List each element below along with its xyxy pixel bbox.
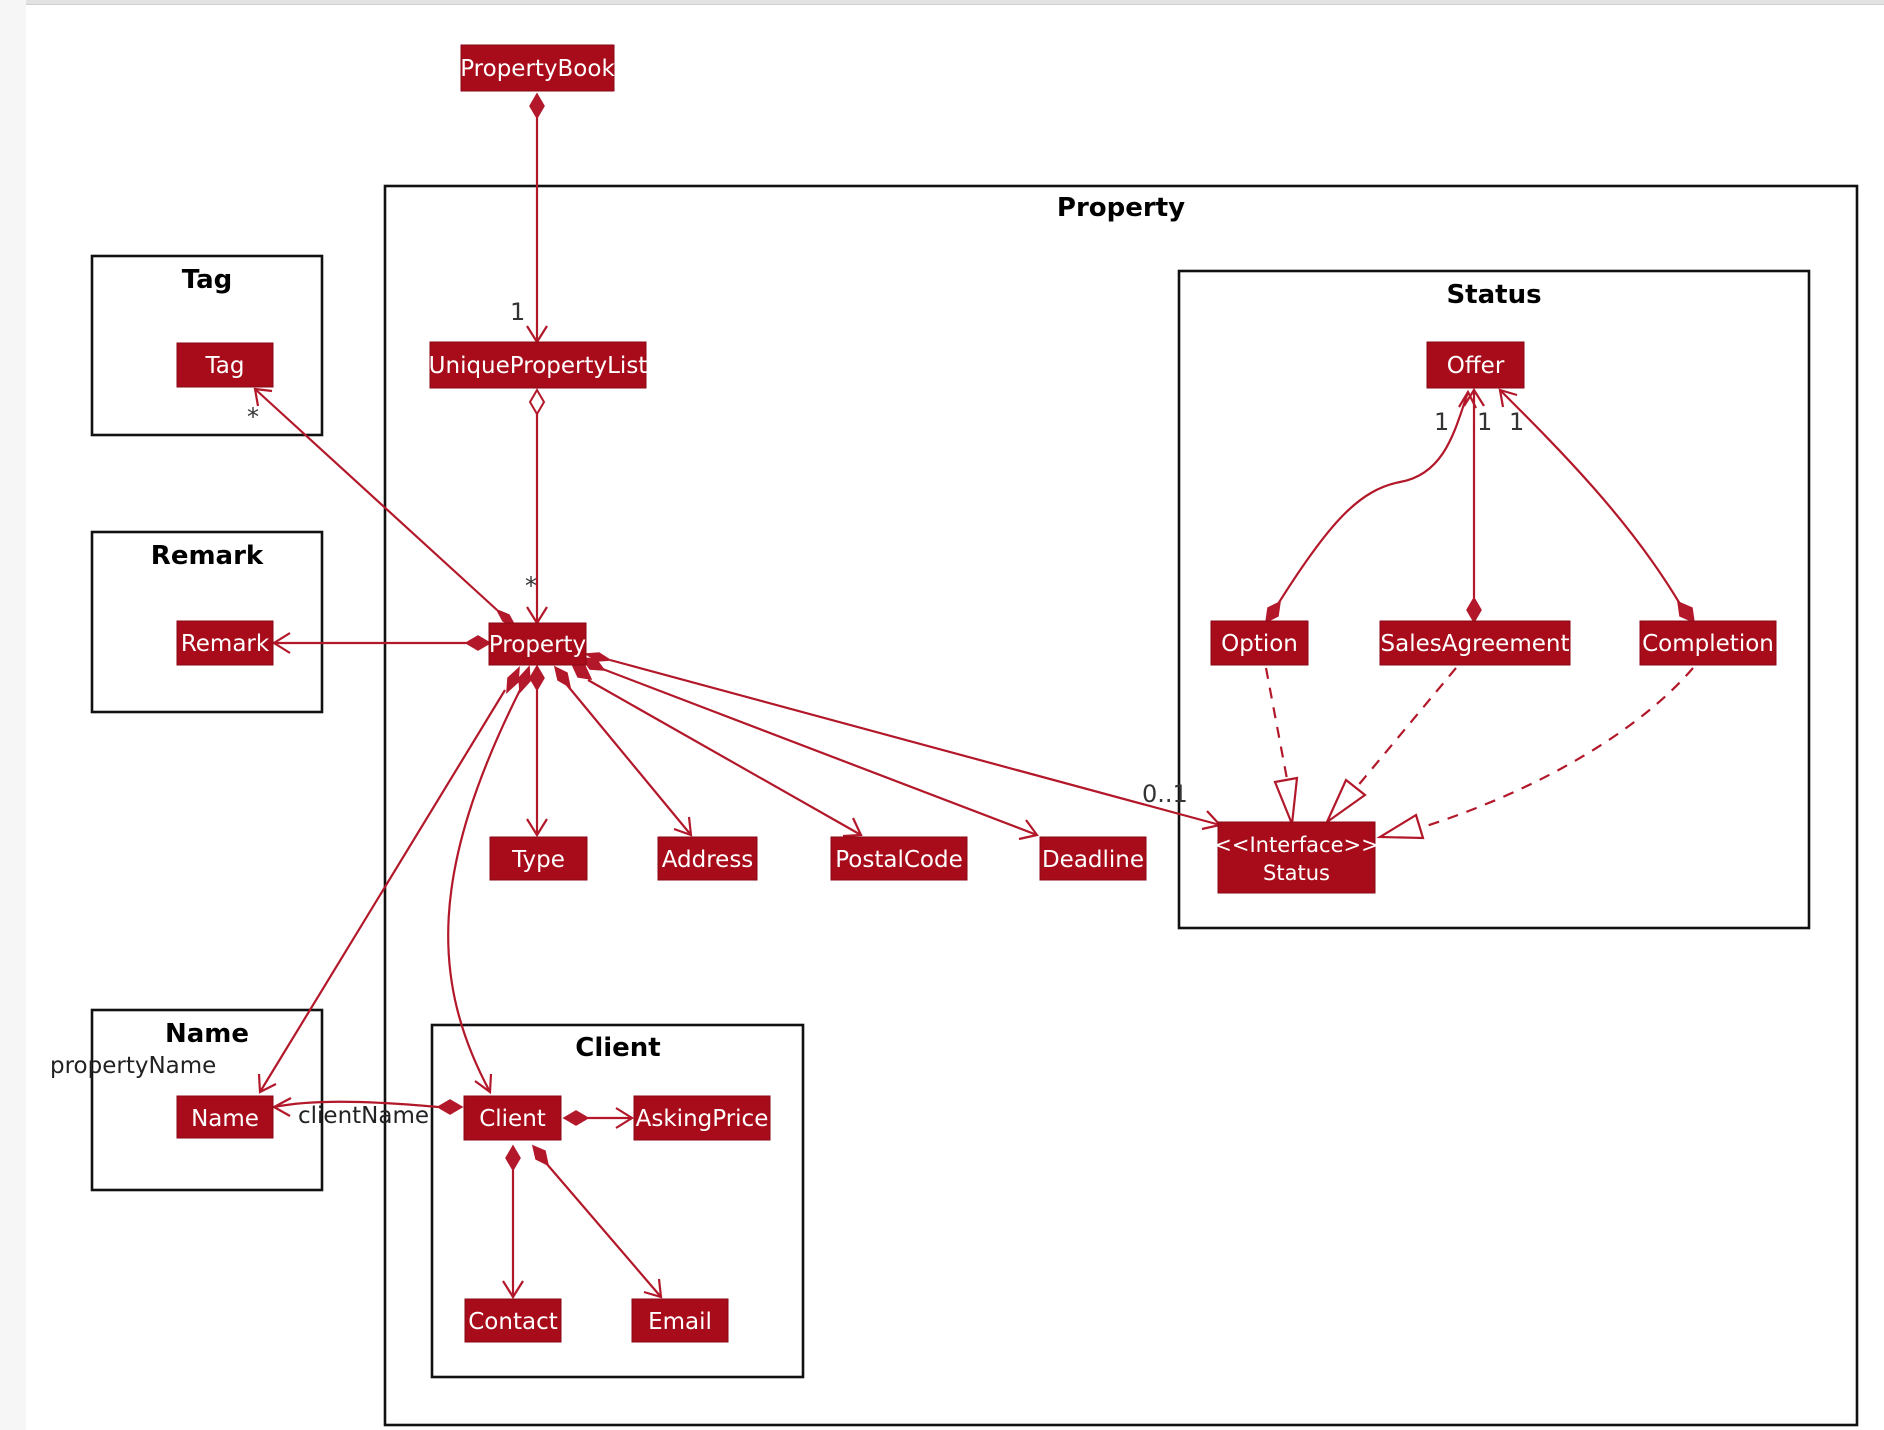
edge-completion-status-realization (1376, 667, 1694, 840)
class-name-label: Name (191, 1106, 259, 1132)
multiplicity-list-one: 1 (510, 298, 525, 326)
edge-salesagreement-offer (1463, 387, 1485, 624)
class-deadline[interactable]: Deadline (1039, 836, 1147, 881)
class-offer-label: Offer (1447, 353, 1505, 379)
package-tag-frame (90, 254, 324, 437)
class-client[interactable]: Client (463, 1095, 562, 1141)
multiplicity-offer-completion: 1 (1509, 408, 1524, 436)
class-completion[interactable]: Completion (1639, 620, 1777, 666)
role-property-name: propertyName (50, 1053, 216, 1079)
package-status-frame (1177, 269, 1811, 930)
class-offer[interactable]: Offer (1426, 341, 1525, 389)
multiplicity-tag-many: * (247, 403, 259, 431)
edge-option-status-realization (1264, 667, 1299, 825)
package-tag-title: Tag (182, 265, 233, 295)
edge-client-contact (502, 1144, 524, 1300)
edge-property-remark (271, 632, 492, 654)
class-askingprice[interactable]: AskingPrice (633, 1095, 771, 1141)
class-tag-label: Tag (205, 353, 245, 379)
edge-property-address (553, 665, 693, 837)
class-email-label: Email (648, 1309, 712, 1335)
class-salesagreement-label: SalesAgreement (1381, 631, 1570, 657)
role-client-name: clientName (298, 1103, 429, 1129)
class-completion-label: Completion (1642, 631, 1774, 657)
window-left-strip (0, 0, 26, 1430)
class-salesagreement[interactable]: SalesAgreement (1379, 620, 1571, 666)
class-propertybook-label: PropertyBook (460, 56, 615, 82)
class-contact[interactable]: Contact (464, 1298, 562, 1343)
class-remark-label: Remark (181, 631, 270, 657)
package-property-frame (383, 184, 1859, 1427)
class-contact-label: Contact (468, 1309, 557, 1335)
class-name[interactable]: Name (176, 1095, 274, 1139)
class-property-label: Property (489, 632, 586, 658)
edge-property-deadline (580, 657, 1039, 841)
window-top-edge (0, 0, 1884, 5)
class-askingprice-label: AskingPrice (636, 1106, 769, 1132)
class-status-stereotype: <<Interface>> (1214, 833, 1378, 857)
package-remark: Remark (90, 530, 324, 714)
class-type[interactable]: Type (489, 836, 588, 881)
class-postalcode[interactable]: PostalCode (830, 836, 968, 881)
class-tag[interactable]: Tag (176, 342, 274, 388)
class-option[interactable]: Option (1210, 620, 1309, 666)
class-address-label: Address (662, 847, 754, 873)
class-uniquepropertylist-label: UniquePropertyList (429, 353, 648, 379)
multiplicity-status-optional: 0..1 (1142, 780, 1188, 808)
class-email[interactable]: Email (631, 1298, 729, 1343)
multiplicity-offer-option: 1 (1434, 408, 1449, 436)
class-status-label: Status (1263, 861, 1330, 885)
class-postalcode-label: PostalCode (835, 847, 963, 873)
class-client-label: Client (479, 1106, 546, 1132)
multiplicity-list-many: * (525, 572, 537, 600)
edge-uniquepropertylist-property (526, 388, 548, 626)
package-name-title: Name (165, 1019, 249, 1049)
edge-client-name (271, 1097, 464, 1117)
edge-propertybook-uniquepropertylist (526, 92, 548, 345)
edge-salesagreement-status-realization (1324, 667, 1457, 826)
package-name: Name (90, 1008, 324, 1192)
class-uniquepropertylist[interactable]: UniquePropertyList (429, 341, 648, 389)
class-property[interactable]: Property (488, 622, 587, 666)
class-address[interactable]: Address (657, 836, 758, 881)
package-client: Client (430, 1023, 805, 1379)
package-status: Status (1177, 269, 1811, 930)
edge-property-client (447, 665, 531, 1095)
class-type-label: Type (511, 847, 565, 873)
package-remark-frame (90, 530, 324, 714)
class-remark[interactable]: Remark (176, 620, 274, 666)
package-client-title: Client (575, 1033, 660, 1063)
package-status-title: Status (1446, 280, 1541, 310)
multiplicity-offer-sales: 1 (1477, 408, 1492, 436)
class-propertybook[interactable]: PropertyBook (460, 44, 615, 92)
class-option-label: Option (1221, 631, 1298, 657)
package-name-frame (90, 1008, 324, 1192)
edge-property-postalcode (570, 663, 863, 838)
edge-option-offer (1265, 389, 1477, 624)
package-client-frame (430, 1023, 805, 1379)
class-deadline-label: Deadline (1042, 847, 1144, 873)
package-remark-title: Remark (151, 541, 264, 571)
edge-property-type (526, 664, 548, 838)
edge-client-email (531, 1144, 663, 1299)
edge-property-status (583, 652, 1223, 831)
edge-completion-offer (1498, 388, 1695, 624)
package-property-title: Property (1057, 193, 1185, 223)
edge-property-name (257, 666, 520, 1094)
class-status-interface[interactable]: <<Interface>> Status (1214, 821, 1379, 894)
package-property: Property (383, 184, 1859, 1427)
package-tag: Tag (90, 254, 324, 437)
edge-client-askingprice (562, 1107, 635, 1129)
